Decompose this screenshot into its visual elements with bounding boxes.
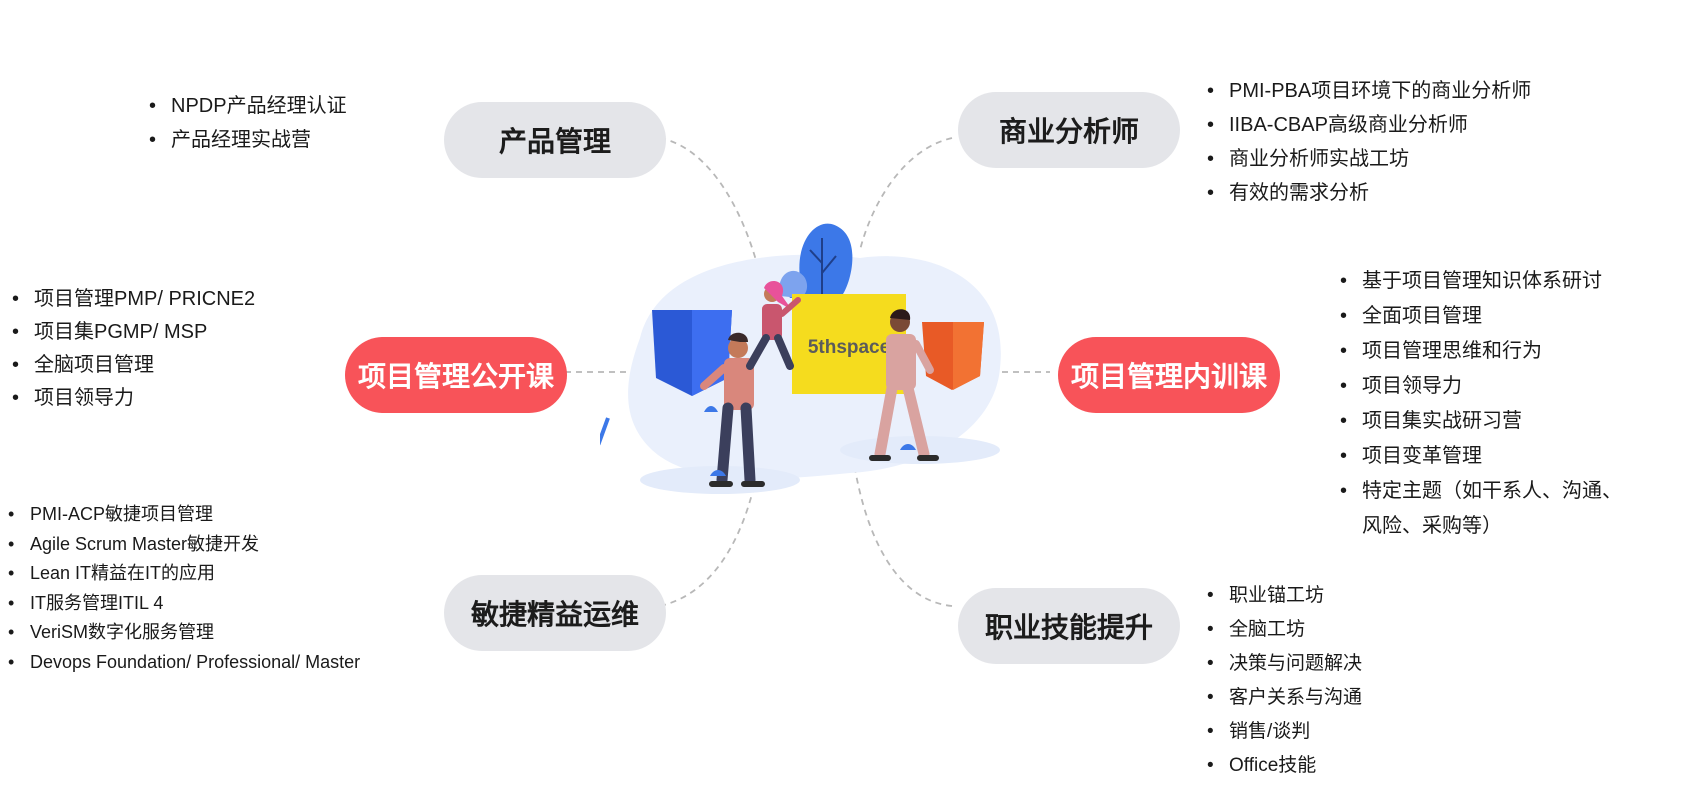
list-item: Office技能: [1203, 749, 1362, 783]
node-internal-course: 项目管理内训课: [1058, 337, 1280, 413]
node-public-course: 项目管理公开课: [345, 337, 567, 413]
list-item: IT服务管理ITIL 4: [4, 589, 360, 619]
list-product: NPDP产品经理认证 产品经理实战营: [145, 89, 347, 157]
list-item-line: 特定主题（如干系人、沟通、: [1362, 480, 1622, 502]
list-skills: 职业锚工坊 全脑工坊 决策与问题解决 客户关系与沟通 销售/谈判 Office技…: [1203, 579, 1362, 783]
list-item: VeriSM数字化服务管理: [4, 618, 360, 648]
list-item: 决策与问题解决: [1203, 647, 1362, 681]
list-item: 项目领导力: [1336, 369, 1622, 404]
plant-left-icon: [600, 417, 610, 446]
list-item: 全脑工坊: [1203, 613, 1362, 647]
center-label: 5thspace: [808, 337, 890, 358]
node-agile: 敏捷精益运维: [444, 575, 666, 651]
list-item: PMI-ACP敏捷项目管理: [4, 500, 360, 530]
list-item: 有效的需求分析: [1203, 176, 1531, 210]
list-business: PMI-PBA项目环境下的商业分析师 IIBA-CBAP高级商业分析师 商业分析…: [1203, 74, 1531, 210]
node-skills: 职业技能提升: [958, 588, 1180, 664]
tuft-3-icon: [900, 444, 916, 450]
list-item: 项目集PGMP/ MSP: [8, 316, 255, 349]
list-item: 职业锚工坊: [1203, 579, 1362, 613]
list-item: 销售/谈判: [1203, 715, 1362, 749]
list-item: 全面项目管理: [1336, 299, 1622, 334]
list-item: IIBA-CBAP高级商业分析师: [1203, 108, 1531, 142]
person-left-icon: [700, 332, 765, 487]
list-item: 项目管理思维和行为: [1336, 334, 1622, 369]
list-item: 商业分析师实战工坊: [1203, 142, 1531, 176]
list-public-course: 项目管理PMP/ PRICNE2 项目集PGMP/ MSP 全脑项目管理 项目领…: [8, 283, 255, 415]
list-item: 项目集实战研习营: [1336, 404, 1622, 439]
list-item: 全脑项目管理: [8, 349, 255, 382]
list-item: 特定主题（如干系人、沟通、 风险、采购等）: [1336, 474, 1622, 544]
list-item: 项目管理PMP/ PRICNE2: [8, 283, 255, 316]
list-agile: PMI-ACP敏捷项目管理 Agile Scrum Master敏捷开发 Lea…: [4, 500, 360, 677]
node-product: 产品管理: [444, 102, 666, 178]
list-item: Lean IT精益在IT的应用: [4, 559, 360, 589]
list-internal-course: 基于项目管理知识体系研讨 全面项目管理 项目管理思维和行为 项目领导力 项目集实…: [1336, 264, 1622, 544]
list-item-line: 风险、采购等）: [1362, 515, 1502, 537]
list-item: 项目变革管理: [1336, 439, 1622, 474]
tuft-1-icon: [704, 406, 718, 412]
node-business: 商业分析师: [958, 92, 1180, 168]
list-item: NPDP产品经理认证: [145, 89, 347, 123]
list-item: 客户关系与沟通: [1203, 681, 1362, 715]
list-item: Agile Scrum Master敏捷开发: [4, 530, 360, 560]
connector-business: [859, 137, 953, 251]
list-item: 产品经理实战营: [145, 123, 347, 157]
list-item: 项目领导力: [8, 382, 255, 415]
tuft-2-icon: [710, 470, 726, 476]
center-illustration: 5thspace: [600, 223, 1001, 494]
list-item: PMI-PBA项目环境下的商业分析师: [1203, 74, 1531, 108]
list-item: Devops Foundation/ Professional/ Master: [4, 648, 360, 678]
person-right-icon: [869, 309, 939, 461]
list-item: 基于项目管理知识体系研讨: [1336, 264, 1622, 299]
person-jumping-icon: [746, 281, 801, 370]
